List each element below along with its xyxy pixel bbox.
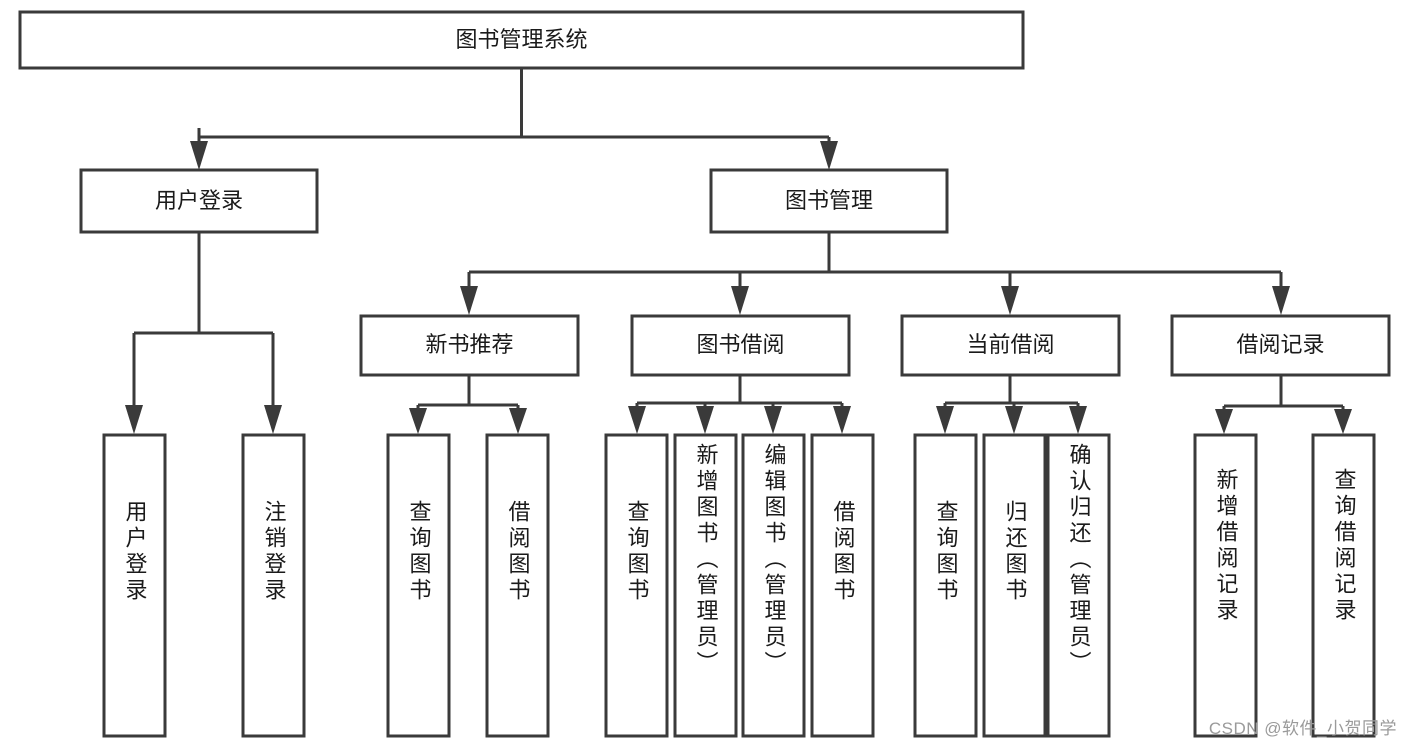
arrow-head-user-login [190,141,208,170]
connector-group-currentborrow-to-leaves [936,375,1087,434]
node-leaf-add-record-rect[interactable] [1193,433,1258,738]
node-borrow-record-rect[interactable] [1170,314,1391,377]
arrow-head-leaf-edit-book [764,406,782,434]
arrow-head-borrow-record [1272,286,1290,315]
arrow-head-leaf-return-book [1005,406,1023,434]
node-root-label: 图书管理系统 [455,27,587,52]
node-leaf-query-record-rect[interactable] [1311,433,1376,738]
connector-group-root-to-level2 [190,68,838,170]
arrow-head-leaf-borrow-book-2 [833,406,851,434]
node-new-book-rec-label: 新书推荐 [425,332,513,357]
node-current-borrow[interactable]: 当前借阅 [900,314,1121,377]
node-new-book-rec[interactable]: 新书推荐 [359,314,580,377]
node-book-borrow-rect[interactable] [630,314,851,377]
node-leaf-borrow-book-2-rect[interactable] [810,433,875,738]
node-leaf-confirm-return-rect[interactable] [1046,433,1111,738]
node-leaf-edit-book-rect[interactable] [741,433,806,738]
node-book-borrow-label: 图书借阅 [696,332,784,357]
arrow-head-book-manage [820,141,838,170]
node-leaf-query-book-2-rect[interactable] [604,433,669,738]
node-book-borrow[interactable]: 图书借阅 [630,314,851,377]
arrow-head-leaf-user-login [125,405,143,434]
csdn-watermark: CSDN @软件_小贺同学 [1208,719,1397,738]
node-book-manage[interactable]: 图书管理 [709,168,949,234]
arrow-head-current-borrow [1001,286,1019,315]
node-user-login[interactable]: 用户登录 [79,168,319,234]
node-leaf-return-book-rect[interactable] [982,433,1047,738]
node-current-borrow-rect[interactable] [900,314,1121,377]
node-new-book-rec-rect[interactable] [359,314,580,377]
leaf-node-group [102,433,1376,738]
arrow-head-leaf-query-book-3 [936,406,954,434]
node-leaf-query-book-1-rect[interactable] [386,433,451,738]
arrow-head-leaf-add-record [1215,409,1233,434]
node-root[interactable]: 图书管理系统 [18,10,1025,70]
node-user-login-label: 用户登录 [155,188,243,213]
node-leaf-user-login-rect[interactable] [102,433,167,738]
arrow-head-leaf-query-book-2 [628,406,646,434]
node-leaf-logout-rect[interactable] [241,433,306,738]
connector-group-userlogin-to-leaves [125,232,282,434]
node-leaf-borrow-book-1-rect[interactable] [485,433,550,738]
node-user-login-rect[interactable] [79,168,319,234]
arrow-head-leaf-query-record [1334,409,1352,434]
arrow-head-leaf-borrow-book-1 [509,408,527,434]
arrow-head-leaf-query-book-1 [409,408,427,434]
arrow-head-leaf-confirm-return [1069,406,1087,434]
node-borrow-record-label: 借阅记录 [1236,332,1324,357]
node-leaf-query-book-3-rect[interactable] [913,433,978,738]
node-leaf-add-book-rect[interactable] [673,433,738,738]
connector-group-bookborrow-to-leaves [628,375,851,434]
node-current-borrow-label: 当前借阅 [966,332,1054,357]
node-borrow-record[interactable]: 借阅记录 [1170,314,1391,377]
arrow-head-leaf-logout [264,405,282,434]
connector-group-borrowrecord-to-leaves [1215,375,1352,434]
arrow-head-new-book-rec [460,286,478,315]
node-book-manage-label: 图书管理 [785,188,873,213]
arrow-head-book-borrow [731,286,749,315]
node-root-rect[interactable] [18,10,1025,70]
arrow-head-leaf-add-book [696,406,714,434]
connector-group-bookmanage-to-level3 [460,232,1290,315]
connector-group-newbookrec-to-leaves [409,375,527,434]
node-book-manage-rect[interactable] [709,168,949,234]
